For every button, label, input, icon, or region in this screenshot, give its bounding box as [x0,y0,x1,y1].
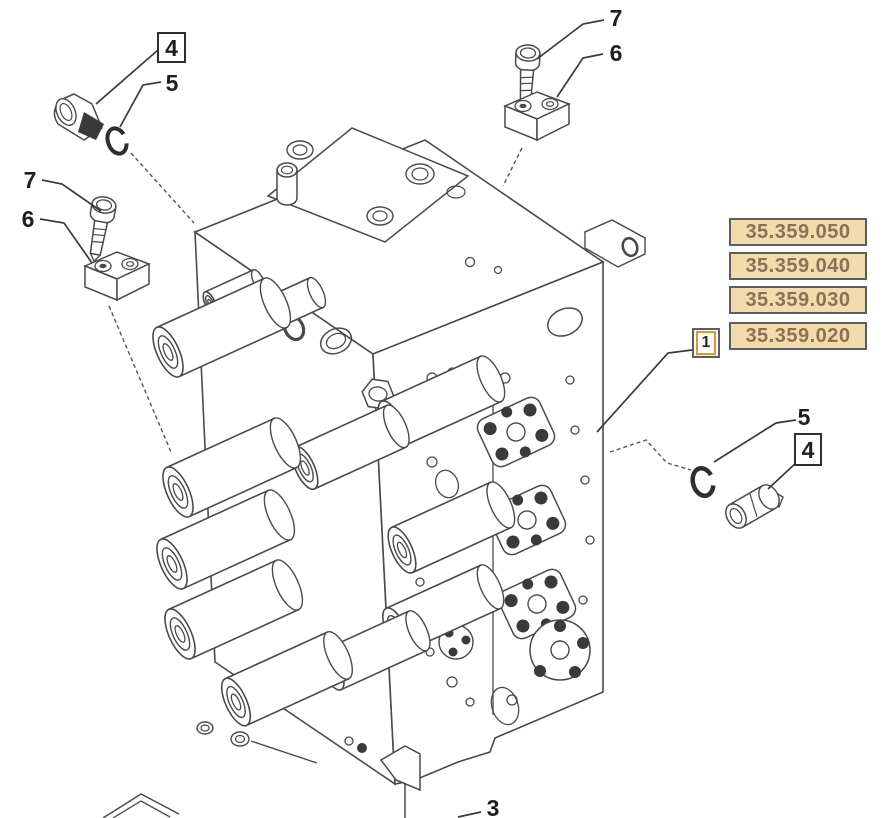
top-boss-cylinder [276,162,298,206]
left-clamp[interactable] [84,251,150,301]
callout-4-top-left[interactable]: 4 [165,35,178,61]
callout-4-right[interactable]: 4 [802,437,815,463]
left-screw[interactable] [81,194,118,264]
right-corner-boss [583,219,647,268]
top-left-oring[interactable] [104,126,130,157]
callout-7-left[interactable]: 7 [24,167,37,193]
right-oring[interactable] [690,465,717,499]
top-right-clamp[interactable] [504,91,570,141]
bottom-foot [196,721,421,818]
leader-lines [39,19,798,818]
callout-1-label: 1 [696,331,716,355]
callout-6-top-right[interactable]: 6 [610,40,623,66]
callout-5-top-left[interactable]: 5 [166,70,179,96]
ref-code-35-359-050[interactable]: 35.359.050 [729,218,867,246]
callout-7-top-right[interactable]: 7 [610,5,623,31]
bottom-left-bracket[interactable] [102,793,180,818]
round-flange [529,619,591,681]
top-cover-plate [266,127,470,243]
callout-3-bottom[interactable]: 3 [487,795,500,818]
callout-5-right[interactable]: 5 [798,404,811,430]
ref-code-35-359-020[interactable]: 35.359.020 [729,322,867,350]
ref-code-35-359-040[interactable]: 35.359.040 [729,252,867,280]
callout-4-top-left-box[interactable] [157,32,186,63]
callout-1-selected-box[interactable]: 1 [692,328,720,358]
right-plug[interactable] [722,481,784,532]
callout-6-left[interactable]: 6 [22,206,35,232]
top-left-plug[interactable] [52,93,104,141]
callout-4-right-box[interactable] [794,433,822,466]
assembly-axes [108,147,692,471]
ref-code-35-359-030[interactable]: 35.359.030 [729,286,867,314]
